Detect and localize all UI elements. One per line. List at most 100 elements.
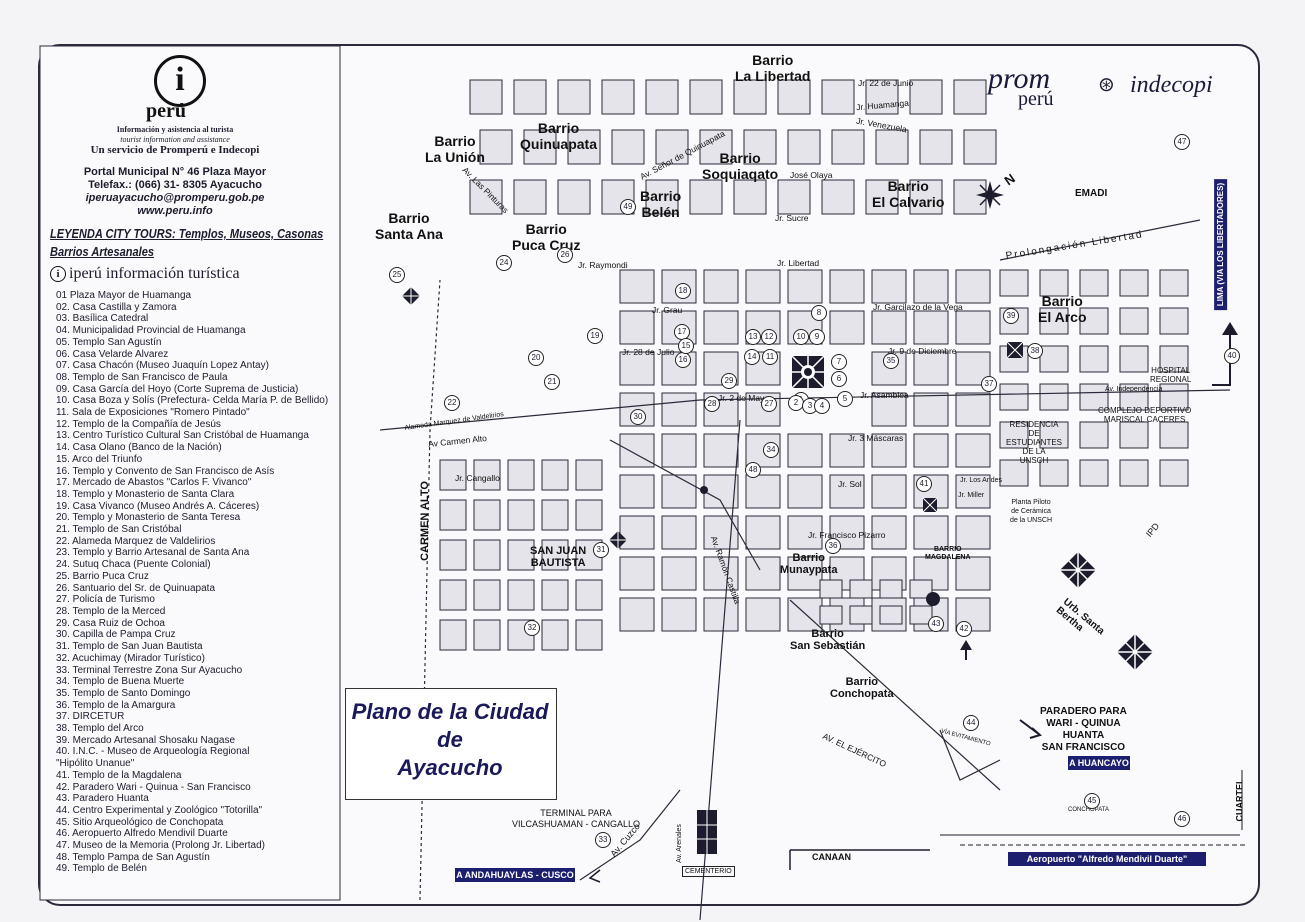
city-block bbox=[955, 433, 991, 468]
map-marker-20[interactable]: 20 bbox=[528, 350, 544, 366]
map-marker-13[interactable]: 13 bbox=[745, 329, 761, 345]
map-marker-33[interactable]: 33 bbox=[595, 832, 611, 848]
map-marker-41[interactable]: 41 bbox=[916, 476, 932, 492]
map-marker-12[interactable]: 12 bbox=[761, 329, 777, 345]
map-marker-8[interactable]: 8 bbox=[811, 305, 827, 321]
map-marker-29[interactable]: 29 bbox=[721, 373, 737, 389]
church-icon bbox=[609, 531, 627, 549]
map-marker-36[interactable]: 36 bbox=[825, 538, 841, 554]
city-block bbox=[703, 310, 739, 345]
city-block bbox=[567, 129, 601, 165]
city-block bbox=[661, 474, 697, 509]
place-item: 45. Sitio Arqueológico de Conchopata bbox=[56, 816, 224, 828]
map-marker-9[interactable]: 9 bbox=[809, 329, 825, 345]
aeropuerto-bar: Aeropuerto "Alfredo Mendivil Duarte" bbox=[1008, 852, 1206, 866]
map-marker-10[interactable]: 10 bbox=[793, 329, 809, 345]
place-item: 26. Santuario del Sr. de Quinuapata bbox=[56, 582, 216, 594]
map-marker-27[interactable]: 27 bbox=[761, 396, 777, 412]
map-marker-45[interactable]: 45 bbox=[1084, 793, 1100, 809]
email-link[interactable]: iperuayacucho@promperu.gob.pe bbox=[85, 192, 265, 204]
map-marker-35[interactable]: 35 bbox=[883, 353, 899, 369]
city-block bbox=[787, 433, 823, 468]
arrow-icon bbox=[1019, 719, 1043, 739]
map-marker-39[interactable]: 39 bbox=[1003, 308, 1019, 324]
church-icon bbox=[1006, 341, 1024, 359]
city-block bbox=[1079, 383, 1109, 411]
map-marker-42[interactable]: 42 bbox=[956, 621, 972, 637]
address-line: Portal Municipal N° 46 Plaza Mayor bbox=[83, 166, 267, 178]
place-item: 24. Sutuq Chaca (Puente Colonial) bbox=[56, 559, 211, 571]
city-block bbox=[955, 392, 991, 427]
map-marker-25[interactable]: 25 bbox=[389, 267, 405, 283]
map-marker-43[interactable]: 43 bbox=[928, 616, 944, 632]
city-block bbox=[819, 605, 843, 625]
map-marker-47[interactable]: 47 bbox=[1174, 134, 1190, 150]
city-block bbox=[1119, 307, 1149, 335]
street-los-andes: Jr. Los Andes bbox=[960, 477, 1003, 484]
street-av-arenales: Av. Arenales bbox=[675, 824, 683, 863]
city-block bbox=[645, 79, 679, 115]
city-block bbox=[689, 179, 723, 215]
map-marker-17[interactable]: 17 bbox=[674, 324, 690, 340]
map-marker-21[interactable]: 21 bbox=[544, 374, 560, 390]
map-marker-34[interactable]: 34 bbox=[763, 442, 779, 458]
city-block bbox=[821, 179, 855, 215]
map-marker-11[interactable]: 11 bbox=[762, 349, 778, 365]
city-block bbox=[469, 179, 503, 215]
map-marker-22[interactable]: 22 bbox=[444, 395, 460, 411]
map-marker-15[interactable]: 15 bbox=[678, 338, 694, 354]
city-block bbox=[541, 579, 569, 611]
map-marker-28[interactable]: 28 bbox=[704, 396, 720, 412]
city-block bbox=[919, 129, 953, 165]
promperu-logo: perú bbox=[1018, 88, 1054, 110]
place-item: 49. Templo de Belén bbox=[56, 863, 147, 875]
map-marker-38[interactable]: 38 bbox=[1027, 343, 1043, 359]
city-block bbox=[879, 605, 903, 625]
map-marker-16[interactable]: 16 bbox=[675, 352, 691, 368]
map-marker-6[interactable]: 6 bbox=[831, 371, 847, 387]
city-block bbox=[875, 129, 909, 165]
map-marker-7[interactable]: 7 bbox=[831, 354, 847, 370]
map-marker-14[interactable]: 14 bbox=[744, 349, 760, 365]
map-marker-24[interactable]: 24 bbox=[496, 255, 512, 271]
map-marker-19[interactable]: 19 bbox=[587, 328, 603, 344]
map-marker-5[interactable]: 5 bbox=[837, 391, 853, 407]
web-link[interactable]: www.peru.info bbox=[137, 205, 213, 217]
residencia-label: RESIDENCIA DE ESTUDIANTES DE LA UNSCH bbox=[1006, 420, 1063, 465]
city-block bbox=[507, 539, 535, 571]
city-block bbox=[1039, 269, 1069, 297]
place-item: 15. Arco del Triunfo bbox=[56, 453, 143, 465]
map-marker-49[interactable]: 49 bbox=[620, 199, 636, 215]
arrow-icon bbox=[1212, 325, 1231, 386]
place-item: 22. Alameda Marquez de Valdelirios bbox=[56, 535, 216, 547]
map-marker-37[interactable]: 37 bbox=[981, 376, 997, 392]
map-marker-30[interactable]: 30 bbox=[630, 409, 646, 425]
city-block bbox=[439, 619, 467, 651]
huancayo-bar: A HUANCAYO bbox=[1068, 756, 1130, 770]
place-item: 40. I.N.C. - Museo de Arqueología Region… bbox=[56, 746, 250, 758]
city-block bbox=[819, 579, 843, 599]
barrio-la-libertad: Barrio La Libertad bbox=[735, 52, 811, 84]
city-block bbox=[439, 459, 467, 491]
street-9-diciembre: Jr. 9 de Diciembre bbox=[888, 346, 957, 356]
map-marker-18[interactable]: 18 bbox=[675, 283, 691, 299]
map-marker-44[interactable]: 44 bbox=[963, 715, 979, 731]
city-block bbox=[849, 605, 873, 625]
city-block bbox=[849, 579, 873, 599]
city-block bbox=[439, 499, 467, 531]
city-block bbox=[1159, 307, 1189, 335]
map-marker-26[interactable]: 26 bbox=[557, 247, 573, 263]
info-line-3: Un servicio de Promperú e Indecopi bbox=[90, 144, 260, 156]
map-marker-32[interactable]: 32 bbox=[524, 620, 540, 636]
map-marker-46[interactable]: 46 bbox=[1174, 811, 1190, 827]
church-icon bbox=[922, 497, 938, 513]
map-marker-48[interactable]: 48 bbox=[745, 462, 761, 478]
city-block bbox=[557, 179, 591, 215]
map-marker-4[interactable]: 4 bbox=[814, 398, 830, 414]
map-marker-31[interactable]: 31 bbox=[593, 542, 609, 558]
map-title-box bbox=[345, 688, 557, 800]
point-icon bbox=[700, 486, 708, 494]
city-block bbox=[703, 269, 739, 304]
map-marker-40[interactable]: 40 bbox=[1224, 348, 1240, 364]
